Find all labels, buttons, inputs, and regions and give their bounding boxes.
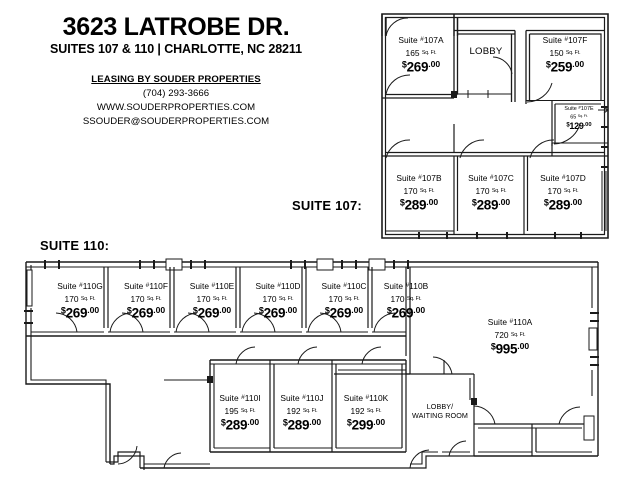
- contact-phone: (704) 293-3666: [142, 88, 210, 100]
- suite-107-floorplan: Suite #107A 165 Sq. Ft. $269.00 LOBBY Su…: [376, 6, 616, 249]
- suite-110-plan-svg: [24, 258, 599, 470]
- suite-110-floorplan: Suite #110G 170 Sq. Ft. $269.00 Suite #1…: [14, 256, 610, 479]
- contact-email[interactable]: SSOUDER@SOUDERPROPERTIES.COM: [82, 115, 270, 127]
- leasing-agency-label: LEASING BY SOUDER PROPERTIES: [91, 74, 261, 86]
- page-subtitle: SUITES 107 & 110 | CHARLOTTE, NC 28211: [50, 42, 302, 57]
- leasing-contact-block: LEASING BY SOUDER PROPERTIES (704) 293-3…: [26, 73, 326, 129]
- suite-107-caption: SUITE 107:: [292, 198, 362, 213]
- suite-107-plan-svg: [381, 13, 609, 239]
- flyer-header: 3623 LATROBE DR. SUITES 107 & 110 | CHAR…: [26, 14, 326, 129]
- suite-110-caption: SUITE 110:: [40, 238, 110, 253]
- page-title: 3623 LATROBE DR.: [62, 13, 290, 41]
- contact-website[interactable]: WWW.SOUDERPROPERTIES.COM: [96, 102, 256, 114]
